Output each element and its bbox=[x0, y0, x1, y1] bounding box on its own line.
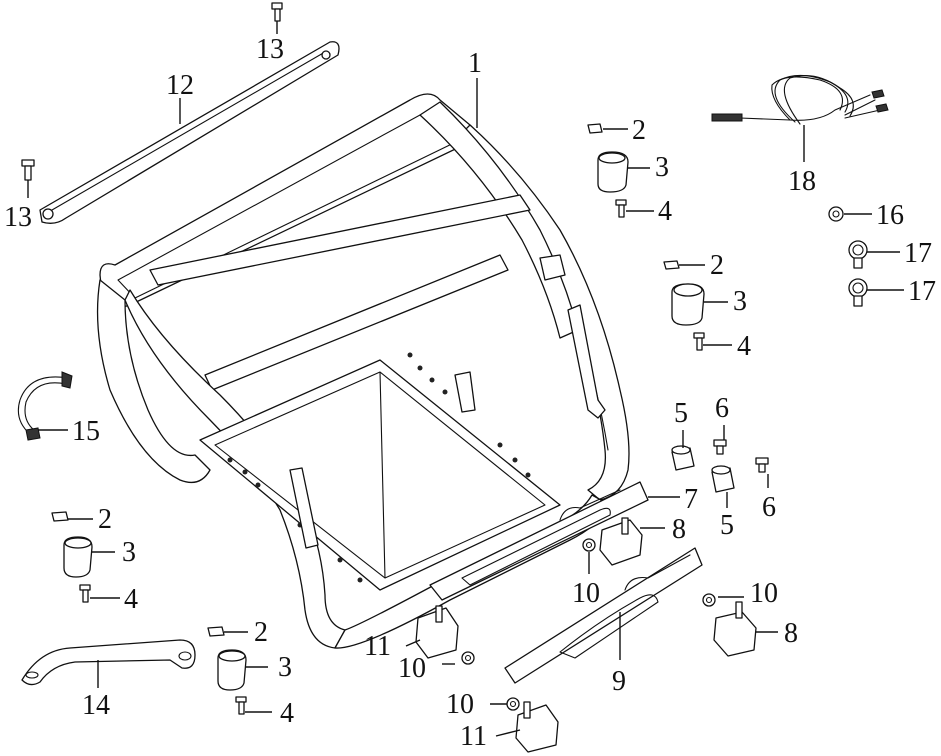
label-5-a: 5 bbox=[674, 398, 688, 429]
label-12: 12 bbox=[166, 70, 194, 101]
clip-part bbox=[828, 206, 844, 222]
label-6-b: 6 bbox=[762, 492, 776, 523]
flange-bolt-2 bbox=[755, 457, 769, 473]
spacer-1 bbox=[671, 445, 695, 471]
label-2-a: 2 bbox=[632, 115, 646, 146]
label-17-a: 17 bbox=[904, 238, 932, 269]
cable-part bbox=[711, 74, 889, 125]
label-13-a: 13 bbox=[256, 34, 284, 65]
mount-small-2 bbox=[515, 701, 559, 753]
label-4-a: 4 bbox=[658, 196, 672, 227]
clamp-2 bbox=[848, 278, 868, 307]
label-11-b: 11 bbox=[460, 721, 487, 752]
label-10-d: 10 bbox=[446, 689, 474, 720]
label-5-b: 5 bbox=[720, 510, 734, 541]
label-3-c: 3 bbox=[122, 537, 136, 568]
ground-wire-part bbox=[17, 371, 73, 441]
label-4-d: 4 bbox=[280, 698, 294, 729]
mount-small-1 bbox=[415, 605, 459, 659]
label-2-c: 2 bbox=[98, 504, 112, 535]
label-13-b: 13 bbox=[4, 202, 32, 233]
label-8-b: 8 bbox=[784, 618, 798, 649]
bracket-left-part bbox=[504, 547, 703, 684]
label-16: 16 bbox=[876, 200, 904, 231]
label-11-a: 11 bbox=[364, 631, 391, 662]
label-3-d: 3 bbox=[278, 652, 292, 683]
label-3-a: 3 bbox=[655, 152, 669, 183]
bracket-right-part bbox=[429, 481, 649, 601]
rail-bolt-top bbox=[271, 2, 283, 22]
label-14: 14 bbox=[82, 690, 110, 721]
frame-part bbox=[96, 93, 630, 649]
clamp-1 bbox=[848, 240, 868, 269]
flange-bolt-1 bbox=[713, 439, 727, 455]
label-17-b: 17 bbox=[908, 276, 936, 307]
label-15: 15 bbox=[72, 416, 100, 447]
handle-part bbox=[21, 639, 196, 686]
mount-1 bbox=[599, 517, 643, 566]
rail-bolt-left bbox=[21, 159, 35, 181]
label-10-a: 10 bbox=[572, 578, 600, 609]
label-1: 1 bbox=[468, 48, 482, 79]
label-4-b: 4 bbox=[737, 331, 751, 362]
label-2-d: 2 bbox=[254, 617, 268, 648]
hardware-set-3 bbox=[51, 511, 93, 603]
label-10-c: 10 bbox=[398, 653, 426, 684]
label-8-a: 8 bbox=[672, 514, 686, 545]
label-18: 18 bbox=[788, 166, 816, 197]
hardware-set-4 bbox=[207, 626, 247, 715]
hardware-set-2 bbox=[663, 260, 705, 351]
label-2-b: 2 bbox=[710, 250, 724, 281]
label-10-b: 10 bbox=[750, 578, 778, 609]
leader-lines bbox=[27, 21, 904, 737]
spacer-2 bbox=[711, 465, 735, 493]
hardware-set-1 bbox=[587, 123, 629, 218]
label-6-a: 6 bbox=[715, 393, 729, 424]
label-7: 7 bbox=[684, 484, 698, 515]
label-3-b: 3 bbox=[733, 286, 747, 317]
label-9: 9 bbox=[612, 666, 626, 697]
washer-nut-group bbox=[461, 538, 716, 711]
mount-2 bbox=[713, 601, 757, 657]
label-4-c: 4 bbox=[124, 584, 138, 615]
top-rail-part bbox=[39, 41, 340, 224]
